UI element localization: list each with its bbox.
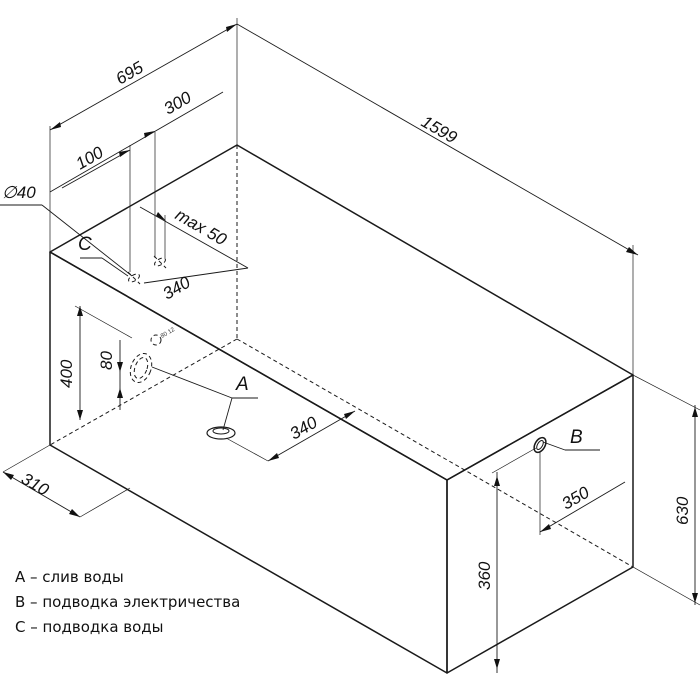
dim-label-350: 350 — [559, 483, 594, 514]
water-inlets — [127, 255, 167, 285]
hidden-bottom-back-edge — [236, 338, 634, 568]
dim-label-360: 360 — [475, 561, 494, 590]
dim-310: 310 — [2, 444, 131, 518]
dim-label-1599: 1599 — [418, 112, 461, 148]
small-note: 80 12 — [160, 327, 177, 340]
dim-340-top: 340 — [143, 267, 249, 304]
overflow-fitting: 80 12 — [129, 327, 177, 384]
dim-label-340-drain: 340 — [287, 413, 322, 444]
dim-695: 695 — [49, 18, 238, 252]
dim-label-695: 695 — [113, 58, 148, 89]
pipe-diameter-label: ∅40 — [2, 183, 36, 202]
dim-360: 360 — [475, 447, 537, 673]
dim-350: 350 — [539, 452, 626, 535]
label-b: B — [570, 427, 583, 448]
hidden-bottom-left-edge — [49, 338, 238, 446]
label-a: A — [235, 374, 249, 395]
electric-b: B — [533, 427, 600, 454]
label-c-callout: C — [78, 234, 129, 277]
dim-1599: 1599 — [236, 23, 639, 375]
dim-400: 400 — [57, 305, 133, 420]
top-face — [49, 144, 634, 481]
dim-label-300: 300 — [161, 88, 196, 119]
dim-100: 100 — [61, 143, 131, 272]
legend: А – слив воды В – подводка электричества… — [15, 568, 240, 636]
legend-item-a: А – слив воды — [15, 568, 124, 586]
dim-label-80: 80 — [97, 351, 116, 370]
dim-label-310: 310 — [18, 469, 53, 500]
dim-label-400: 400 — [57, 359, 76, 388]
dim-label-340-top: 340 — [160, 273, 195, 304]
dim-340-drain: 340 — [225, 410, 356, 462]
dim-label-630: 630 — [673, 496, 692, 525]
dim-630: 630 — [632, 374, 700, 606]
pipe-diameter-callout: ∅40 — [0, 183, 133, 277]
drain-a: A — [151, 366, 258, 440]
legend-item-c: С – подводка воды — [15, 618, 164, 636]
label-c: C — [78, 234, 92, 255]
dim-label-max50: max 50 — [172, 205, 230, 250]
dim-label-100: 100 — [73, 143, 108, 174]
legend-item-b: В – подводка электричества — [15, 593, 240, 611]
dim-80: 80 — [97, 340, 123, 410]
